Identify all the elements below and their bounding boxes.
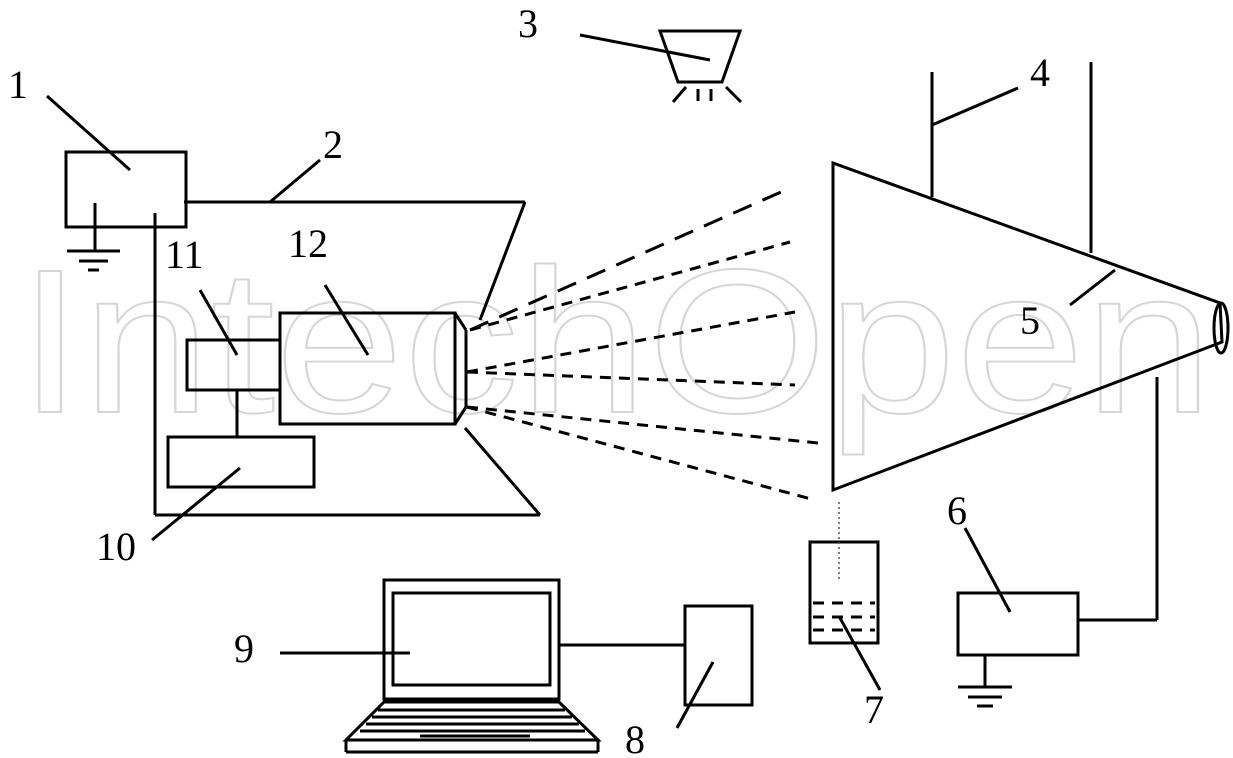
power-supply-6 <box>956 377 1159 708</box>
controller-10 <box>151 435 316 542</box>
label-12: 12 <box>288 221 328 266</box>
label-5: 5 <box>1020 298 1040 343</box>
lamp-3 <box>579 29 743 104</box>
label-11: 11 <box>165 232 204 277</box>
spray-lines <box>466 186 819 502</box>
laptop-9 <box>280 578 685 754</box>
label-1: 1 <box>8 62 28 107</box>
label-6: 6 <box>947 488 967 533</box>
module-8 <box>675 604 754 729</box>
support-rods-4 <box>930 62 1093 253</box>
label-7: 7 <box>864 687 884 732</box>
power-supply-1 <box>46 94 188 272</box>
label-8: 8 <box>625 717 645 758</box>
collector-cone-5 <box>831 160 1230 493</box>
label-9: 9 <box>234 626 254 671</box>
wire-frame-2 <box>153 158 542 517</box>
label-10: 10 <box>96 524 136 569</box>
label-3: 3 <box>518 1 538 46</box>
beaker-7 <box>808 502 882 691</box>
motor-11 <box>185 289 282 437</box>
label-2: 2 <box>323 122 343 167</box>
label-4: 4 <box>1030 50 1050 95</box>
